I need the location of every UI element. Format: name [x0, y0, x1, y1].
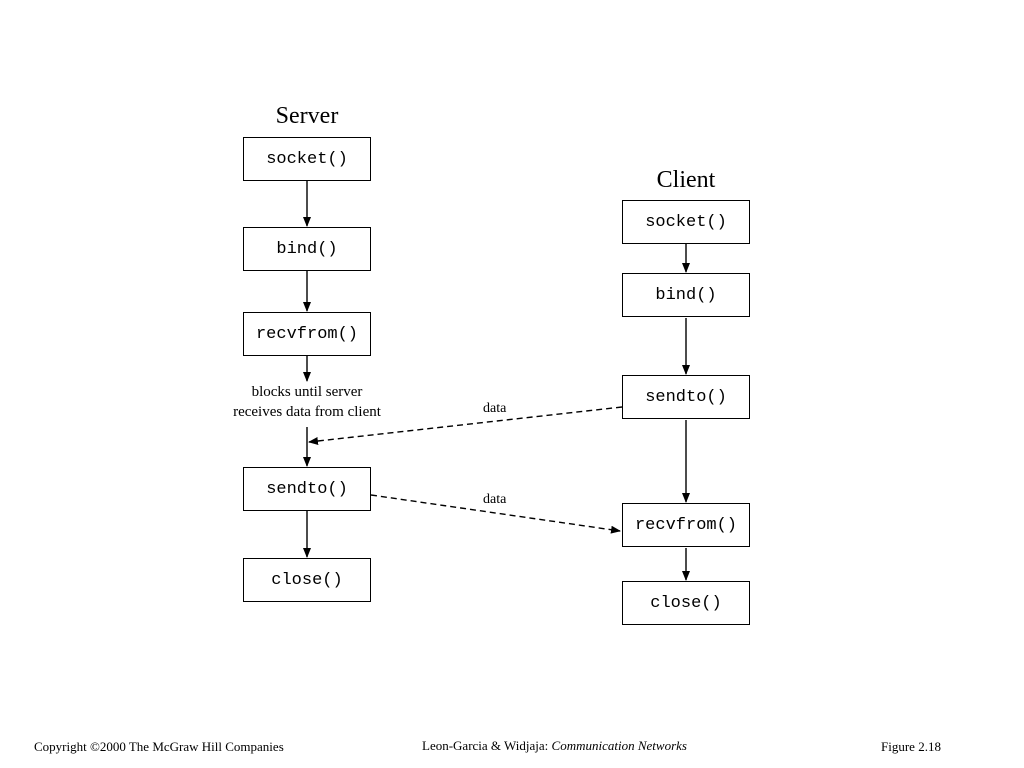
message-label-client-to-server: data [483, 401, 507, 416]
client-recvfrom-box: recvfrom() [622, 503, 750, 547]
message-label-server-to-client: data [483, 492, 507, 507]
server-socket-box: socket() [243, 137, 371, 181]
footer-copyright: Copyright ©2000 The McGraw Hill Companie… [34, 739, 284, 754]
server-close-box: close() [243, 558, 371, 602]
footer-figure-number: Figure 2.18 [881, 739, 941, 754]
footer-book-title: Communication Networks [551, 738, 687, 753]
server-sendto-box: sendto() [243, 467, 371, 511]
server-bind-box: bind() [243, 227, 371, 271]
server-note-line-2: receives data from client [233, 404, 381, 420]
client-bind-box: bind() [622, 273, 750, 317]
footer-authors: Leon-Garcia & Widjaja: [422, 738, 549, 753]
message-arrow-server-to-client [370, 494, 621, 534]
server-note-line-1: blocks until server [251, 384, 363, 400]
message-arrow-client-to-server [308, 406, 623, 445]
client-title: Client [656, 167, 716, 193]
client-close-box: close() [622, 581, 750, 625]
client-sendto-box: sendto() [622, 375, 750, 419]
server-title: Server [275, 103, 339, 129]
client-socket-box: socket() [622, 200, 750, 244]
server-recvfrom-box: recvfrom() [243, 312, 371, 356]
server-blocking-note: blocks until server receives data from c… [207, 382, 407, 422]
footer-citation: Leon-Garcia & Widjaja: Communication Net… [422, 737, 687, 755]
